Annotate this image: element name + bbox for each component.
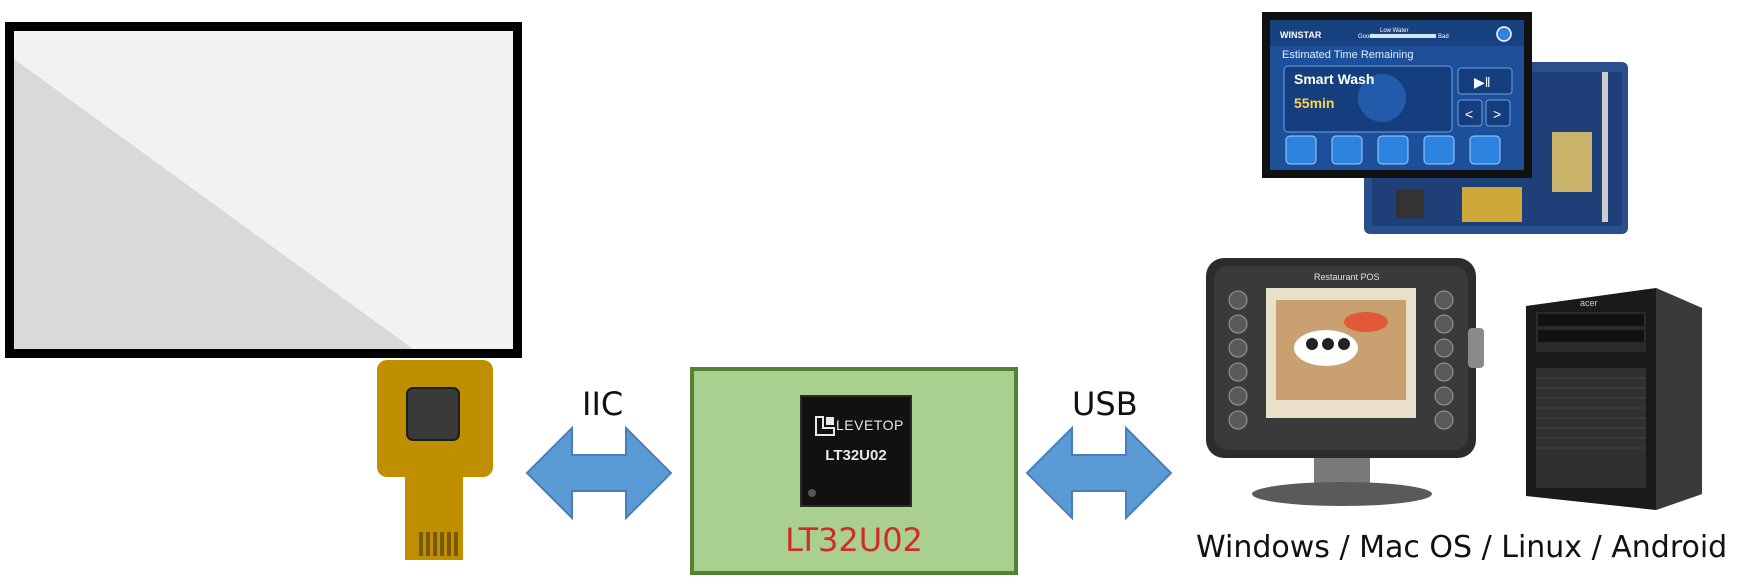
desktop-tower-photo: acer (1526, 288, 1702, 510)
usb-label: USB (1072, 385, 1138, 423)
controller-label: LT32U02 (785, 521, 923, 559)
iic-label: IIC (582, 385, 624, 423)
supported-os-label: Windows / Mac OS / Linux / Android (1196, 530, 1728, 565)
chip-model: LT32U02 (825, 447, 887, 464)
touch-panel-illustration (5, 22, 522, 358)
double-arrow-icon (525, 425, 673, 521)
controller-box: LEVETOP LT32U02 LT32U02 (690, 367, 1018, 575)
pos-terminal-photo: Restaurant POS (1206, 258, 1484, 506)
svg-text:▶‖: ▶‖ (1474, 74, 1491, 90)
svg-text:>: > (1493, 106, 1501, 122)
pos-title: Restaurant POS (1314, 272, 1380, 282)
display-status-left: Good (1358, 34, 1373, 40)
display-status-right: Bad (1438, 34, 1449, 40)
levetop-logo-icon (815, 416, 835, 436)
svg-text:<: < (1465, 106, 1473, 122)
display-program: Smart Wash (1294, 71, 1374, 87)
display-header: Estimated Time Remaining (1282, 49, 1413, 61)
display-time: 55min (1294, 95, 1334, 111)
display-status-text: Low Water (1380, 28, 1408, 34)
tower-brand: acer (1580, 298, 1598, 308)
chip-brand: LEVETOP (836, 417, 904, 433)
lt32u02-chip: LEVETOP LT32U02 (800, 395, 912, 507)
display-module-photo: WINSTAR Good Low Water Bad Estimated Tim… (1262, 12, 1628, 234)
display-brand: WINSTAR (1280, 30, 1322, 40)
double-arrow-icon (1025, 425, 1173, 521)
chip-pin1-dot (808, 489, 816, 497)
fpc-cable-illustration (377, 360, 493, 560)
